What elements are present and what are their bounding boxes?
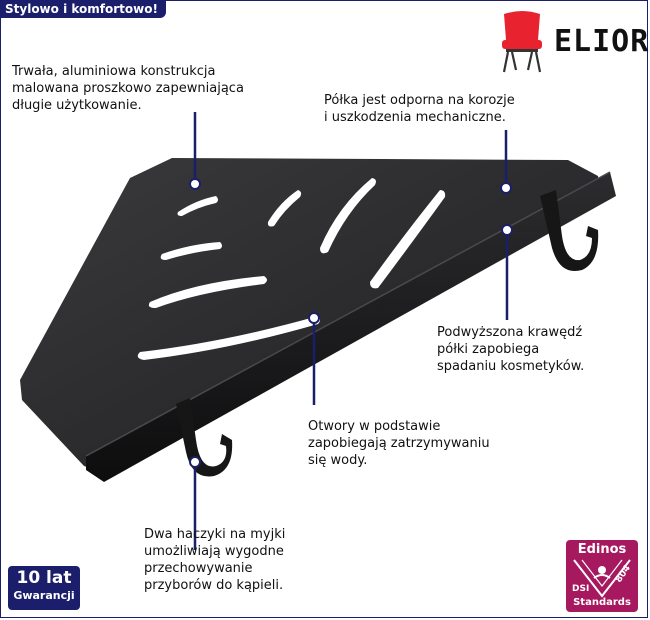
- warranty-label: Gwarancji: [13, 589, 75, 602]
- warranty-badge: 10 lat Gwarancji: [8, 566, 80, 610]
- callout-hooks: Dwa haczyki na myjki umożliwiają wygodne…: [144, 527, 286, 593]
- right-hook: [540, 190, 599, 272]
- badge-code-left: DSI: [572, 584, 590, 594]
- red-chair-icon: [502, 11, 542, 73]
- drainage-slots: [137, 178, 446, 360]
- edinos-standards-badge: Edinos DSI 804 Standards: [566, 540, 638, 612]
- brand-logo: ELIOR: [494, 10, 648, 80]
- callout-markers: [189, 178, 513, 468]
- callout-material: Trwała, aluminiowa konstrukcja malowana …: [12, 64, 244, 113]
- tagline-tab: Stylowo i komfortowo!: [0, 0, 166, 18]
- callout-holes: Otwory w podstawie zapobiegają zatrzymyw…: [308, 419, 490, 468]
- badge-title: Edinos: [577, 542, 627, 557]
- shelf-raised-edge: [86, 172, 616, 482]
- badge-footer: Standards: [573, 597, 631, 608]
- callout-durability: Półka jest odporna na korozje i uszkodze…: [324, 93, 515, 125]
- brand-name: ELIOR: [554, 24, 650, 59]
- left-hook: [176, 398, 233, 477]
- warranty-years: 10 lat: [16, 568, 72, 588]
- standards-emblem-icon: [573, 559, 631, 598]
- callout-edge: Podwyższona krawędź półki zapobiega spad…: [437, 325, 585, 374]
- callout-leaders: [193, 112, 509, 550]
